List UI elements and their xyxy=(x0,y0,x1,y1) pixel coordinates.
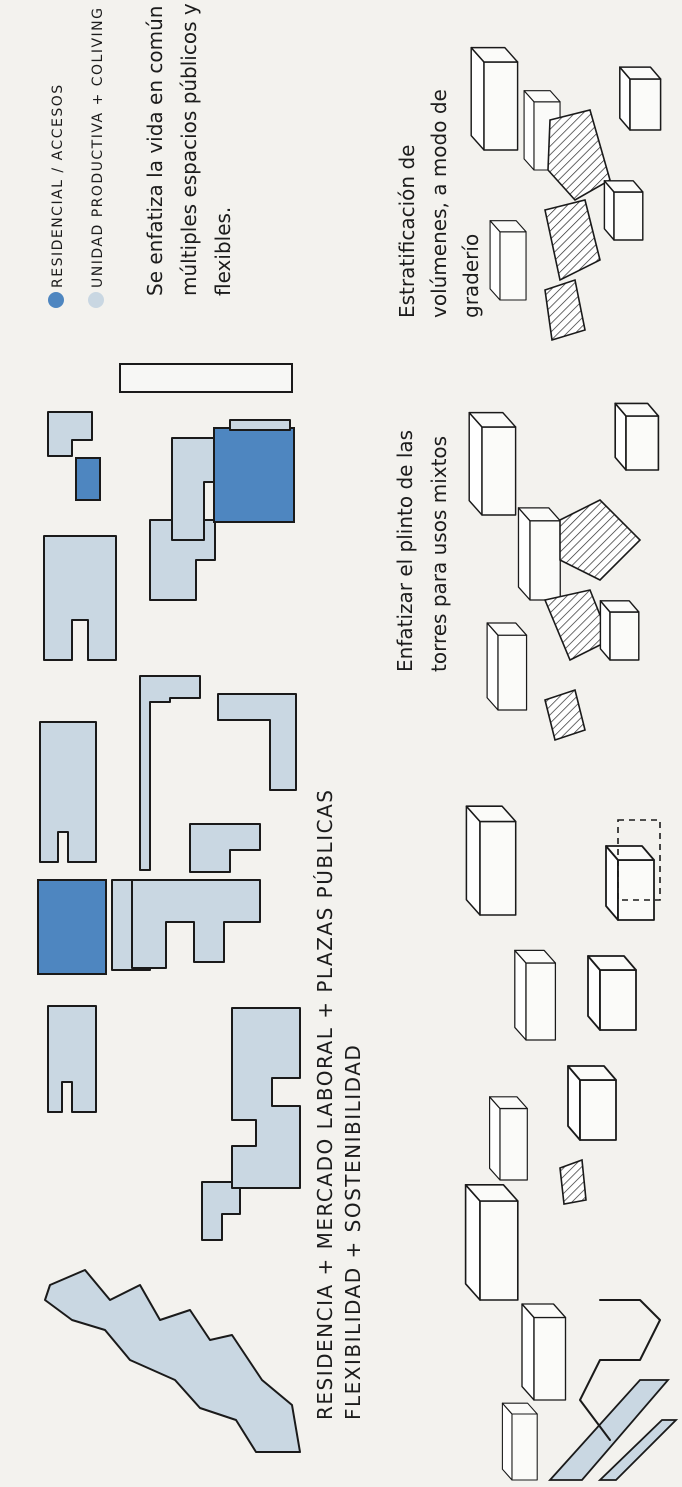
axon-3-hatch-a xyxy=(560,500,640,580)
block-left-1 xyxy=(48,1006,96,1112)
axon-sketch-2 xyxy=(466,806,660,1204)
note-vida-comun-line-1: Se enfatiza la vida en común en xyxy=(143,0,167,296)
note-estratificacion-line-3: graderío xyxy=(459,234,483,318)
block-left-5 xyxy=(44,536,116,660)
block-strip xyxy=(120,364,292,392)
axon-1-tower-c xyxy=(502,1403,537,1480)
legend-swatch-produccion xyxy=(88,292,104,308)
axon-2-tower-a xyxy=(466,806,515,915)
axon-3-tower-b xyxy=(518,508,560,600)
legend-swatch-residencial xyxy=(48,292,64,308)
axon-4-tower-a xyxy=(471,48,517,150)
block-residencial-3 xyxy=(214,428,294,522)
axon-1-base-slab xyxy=(550,1380,668,1480)
axon-1-tower-a xyxy=(466,1185,518,1300)
axon-sketch-4 xyxy=(471,48,660,340)
block-left-6 xyxy=(48,412,92,456)
block-diagonal xyxy=(45,1270,300,1452)
axon-4-hatch-c xyxy=(545,280,585,340)
axon-2-plinth-c xyxy=(568,1066,616,1140)
headline: RESIDENCIA + MERCADO LABORAL + PLAZAS PÚ… xyxy=(313,789,365,1420)
axon-3-plinth-a xyxy=(615,403,658,470)
axon-sketch-1 xyxy=(466,1185,676,1480)
legend-label-residencial: RESIDENCIAL / ACCESOS xyxy=(50,83,66,288)
note-estratificacion-line-1: Estratificación de xyxy=(395,145,419,318)
note-vida-comun: Se enfatiza la vida en común en múltiple… xyxy=(143,0,235,296)
site-plan xyxy=(38,364,300,1452)
block-residencial-2 xyxy=(76,458,100,500)
axon-2-tower-c xyxy=(490,1097,528,1180)
axon-sketch-3 xyxy=(469,403,658,740)
block-right-1 xyxy=(232,1008,300,1188)
headline-line-1: RESIDENCIA + MERCADO LABORAL + PLAZAS PÚ… xyxy=(313,789,337,1420)
axon-2-hatch xyxy=(560,1160,586,1204)
legend: RESIDENCIAL / ACCESOS UNIDAD PRODUCTIVA … xyxy=(48,6,106,308)
note-plinto-line-1: Enfatizar el plinto de las xyxy=(393,430,417,672)
legend-label-produccion: UNIDAD PRODUCTIVA + COLIVING xyxy=(90,6,106,288)
note-estratificacion-line-2: volúmenes, a modo de xyxy=(427,89,451,318)
note-vida-comun-line-2: múltiples espacios públicos y xyxy=(177,3,201,296)
axon-3-plinth-b xyxy=(600,601,638,660)
axon-3-tower-a xyxy=(469,413,515,515)
block-residencial-1 xyxy=(38,880,106,974)
axon-2-plinth-b xyxy=(588,956,636,1030)
block-small-a xyxy=(202,1182,240,1240)
block-left-3 xyxy=(40,722,96,862)
headline-line-2: FLEXIBILIDAD + SOSTENIBILIDAD xyxy=(341,1044,365,1420)
block-right-4 xyxy=(218,694,296,790)
axon-4-plinth-a xyxy=(620,67,661,130)
note-plinto-line-2: torres para usos mixtos xyxy=(427,436,451,672)
axon-1-tower-b xyxy=(522,1304,566,1400)
axon-3-hatch-c xyxy=(545,690,585,740)
axon-3-tower-c xyxy=(487,623,526,710)
axon-4-hatch-b xyxy=(545,200,600,280)
axon-4-hatch-a xyxy=(548,110,610,200)
note-vida-comun-line-3: flexibles. xyxy=(211,207,235,296)
axon-4-plinth-b xyxy=(604,181,642,240)
note-plinto: Enfatizar el plinto de las torres para u… xyxy=(393,430,451,672)
axon-2-plinth-a xyxy=(606,846,654,920)
axon-4-tower-c xyxy=(490,221,526,300)
note-estratificacion: Estratificación de volúmenes, a modo de … xyxy=(395,89,483,318)
axon-2-tower-b xyxy=(515,950,556,1040)
block-right-2 xyxy=(132,880,260,968)
block-right-3 xyxy=(190,824,260,872)
block-right-7 xyxy=(230,420,290,430)
